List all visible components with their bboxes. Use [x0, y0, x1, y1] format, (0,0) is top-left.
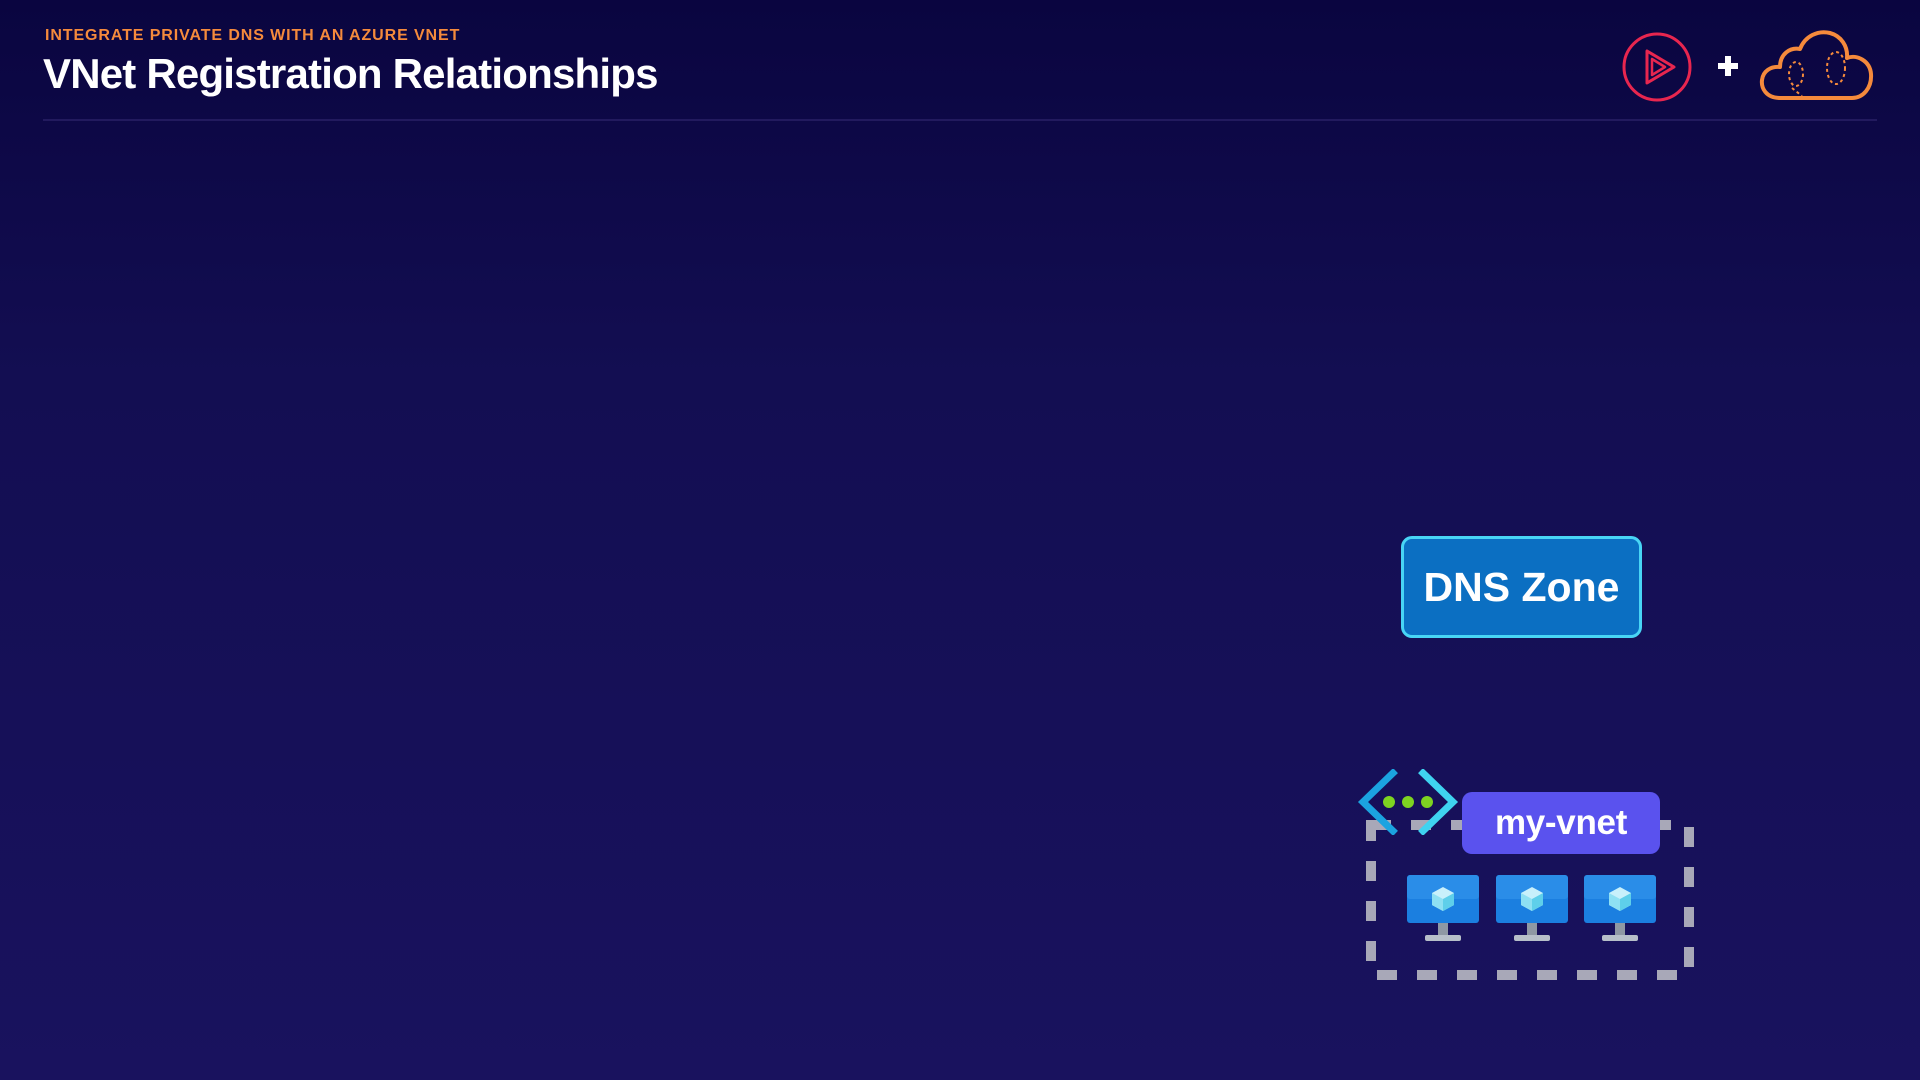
- cloud-guru-icon: [1759, 30, 1874, 100]
- vnet-label: my-vnet: [1462, 792, 1660, 854]
- header-divider: [43, 119, 1877, 121]
- dns-zone-label: DNS Zone: [1423, 563, 1620, 610]
- dns-zone-box: DNS Zone: [1401, 536, 1642, 638]
- virtual-machine-icon: [1407, 875, 1479, 941]
- virtual-machine-icon: [1584, 875, 1656, 941]
- page-title: VNet Registration Relationships: [43, 50, 658, 97]
- vnet-label-text: my-vnet: [1494, 803, 1628, 842]
- play-circle-icon: [1622, 32, 1692, 102]
- section-eyebrow: INTEGRATE PRIVATE DNS WITH AN AZURE VNET: [45, 27, 461, 44]
- plus-icon: [1718, 56, 1738, 76]
- virtual-machine-icon: [1496, 875, 1568, 941]
- virtual-network-icon: [1357, 769, 1459, 835]
